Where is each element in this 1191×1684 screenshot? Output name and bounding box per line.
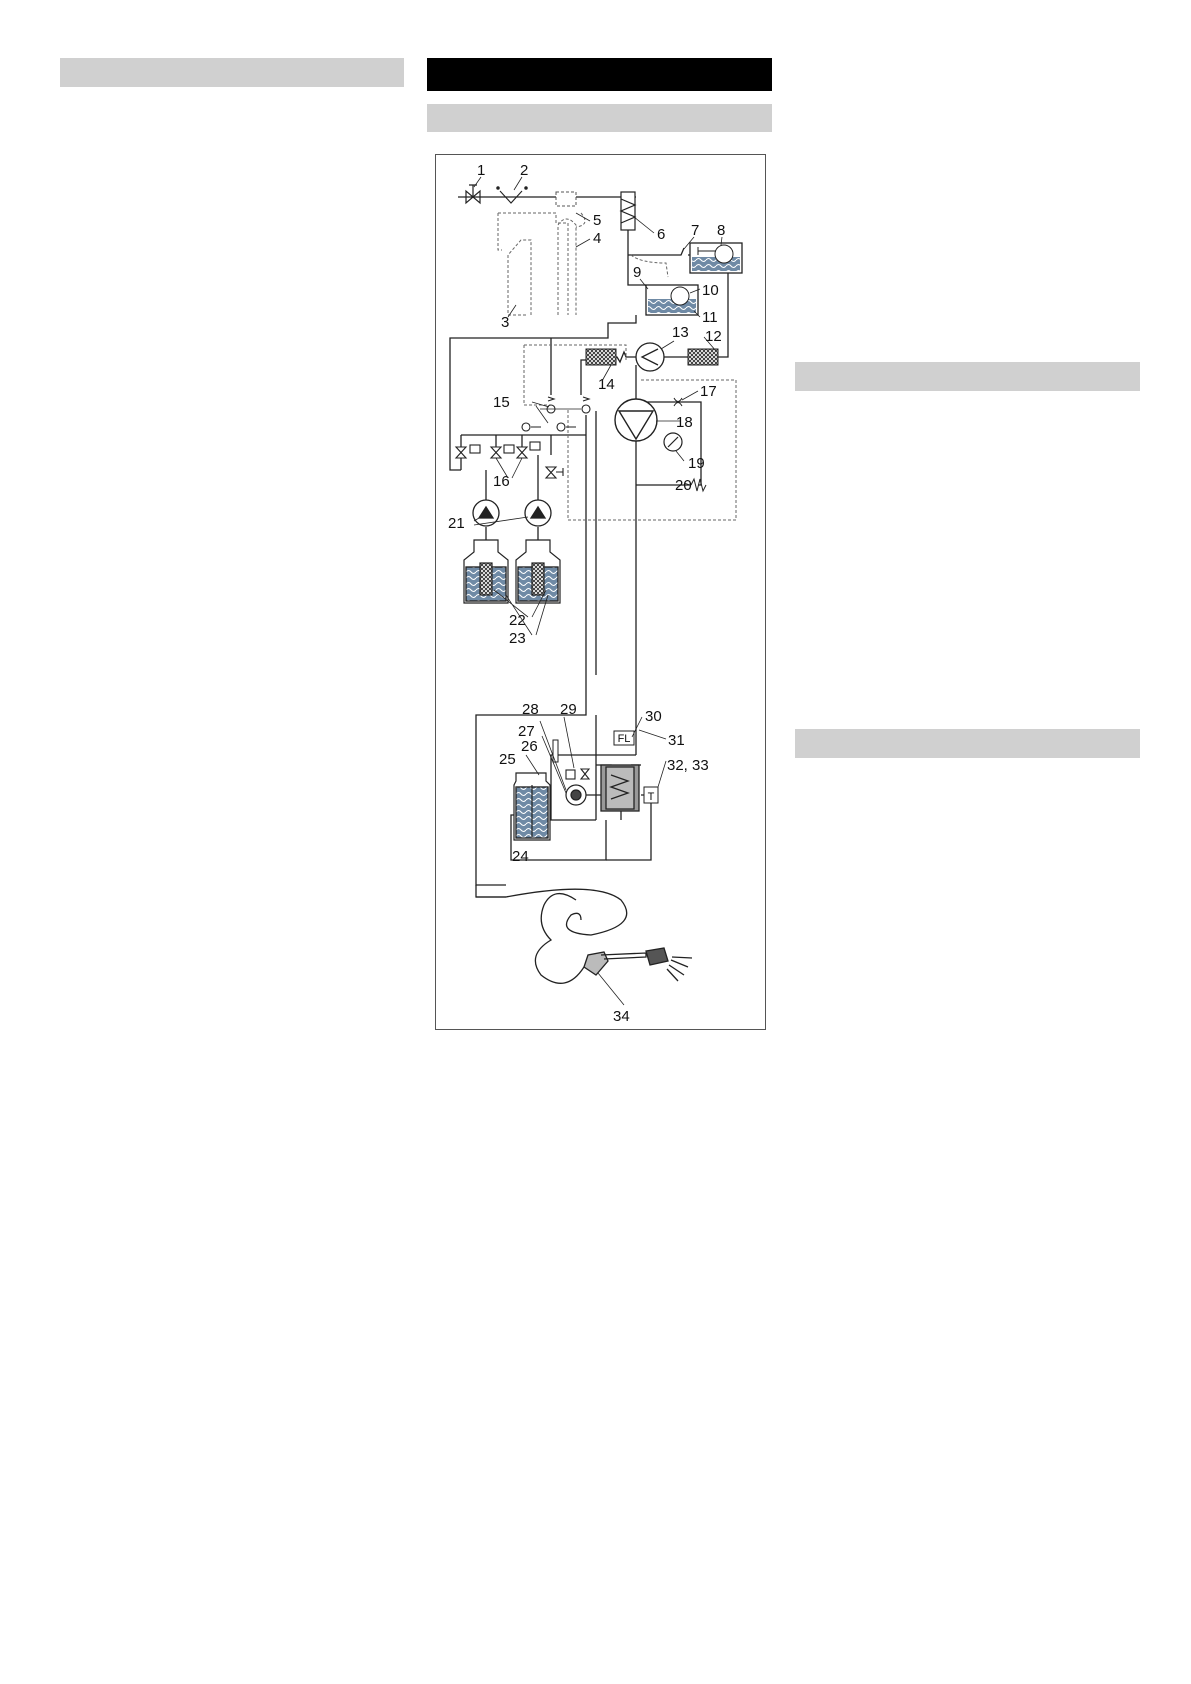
svg-text:20: 20 (675, 477, 692, 494)
svg-text:13: 13 (672, 324, 689, 341)
left-section-bar (60, 58, 404, 87)
svg-text:11: 11 (702, 309, 718, 326)
fuel-pump-icon (565, 784, 587, 806)
thermostat-label: T (648, 791, 655, 803)
svg-text:29: 29 (560, 701, 577, 718)
svg-text:34: 34 (613, 1008, 630, 1025)
svg-text:28: 28 (522, 701, 539, 718)
svg-text:17: 17 (700, 383, 717, 400)
svg-text:27: 27 (518, 723, 535, 740)
svg-text:15: 15 (493, 394, 510, 411)
svg-text:31: 31 (668, 732, 685, 749)
svg-text:26: 26 (521, 738, 538, 755)
solenoid-valve-29-icon (565, 768, 591, 780)
pipe-lines (449, 196, 729, 984)
backflow-preventer-icon (496, 186, 528, 204)
thermostat-box (643, 786, 659, 804)
filter-12-icon (687, 348, 719, 366)
flow-diagram-svg: FL T 1 2 3 4 5 6 7 8 9 10 11 12 13 14 15… (448, 162, 743, 1025)
svg-text:6: 6 (657, 226, 665, 243)
svg-text:30: 30 (645, 708, 662, 725)
svg-text:14: 14 (598, 376, 615, 393)
svg-text:4: 4 (593, 230, 601, 247)
svg-text:32, 33: 32, 33 (667, 757, 709, 774)
detergent-containers-icon (463, 539, 561, 604)
inlet-valve-icon (465, 184, 481, 205)
svg-text:7: 7 (691, 222, 699, 239)
high-pressure-pump-icon (614, 398, 658, 442)
float-tank-11-icon (645, 284, 699, 316)
float-tank-8-icon (689, 242, 743, 274)
leader-lines (473, 176, 723, 1006)
svg-text:23: 23 (509, 630, 526, 647)
svg-text:19: 19 (688, 455, 705, 472)
callout-labels: 1 2 3 4 5 6 7 8 9 10 11 12 13 14 15 16 1… (448, 162, 725, 1025)
solenoid-valves-16-icon (454, 441, 564, 479)
svg-text:16: 16 (493, 473, 510, 490)
filter-14-icon (585, 348, 617, 366)
boiler-icon (600, 764, 640, 812)
flame-sensor-label: FL (618, 733, 631, 745)
right-section-bar-1 (795, 362, 1140, 391)
flow-diagram: FL T 1 2 3 4 5 6 7 8 9 10 11 12 13 14 15… (435, 154, 766, 1030)
svg-text:12: 12 (705, 328, 722, 345)
pressure-switch-28-icon (552, 739, 559, 763)
svg-text:2: 2 (520, 162, 528, 179)
detergent-pumps-21-icon (472, 499, 552, 527)
block-5-icon (555, 191, 577, 207)
diagram-section-bar (427, 104, 772, 132)
flame-sensor-box (613, 730, 635, 746)
svg-text:10: 10 (702, 282, 719, 299)
svg-text:24: 24 (512, 848, 529, 865)
svg-text:5: 5 (593, 212, 601, 229)
svg-text:25: 25 (499, 751, 516, 768)
pressure-gauge-icon (663, 432, 683, 452)
overflow-valve-icon (690, 477, 707, 493)
svg-text:9: 9 (633, 264, 641, 281)
svg-text:21: 21 (448, 515, 465, 532)
throttle-17-icon (673, 397, 683, 407)
pump-13-icon (635, 342, 665, 372)
svg-text:8: 8 (717, 222, 725, 239)
svg-text:1: 1 (477, 162, 485, 179)
svg-text:18: 18 (676, 414, 693, 431)
right-section-bar-2 (795, 729, 1140, 758)
svg-text:22: 22 (509, 612, 526, 629)
svg-text:3: 3 (501, 314, 509, 331)
heat-exchanger-icon (619, 191, 637, 231)
fuel-tank-icon (513, 772, 551, 841)
chapter-title-bar (427, 58, 772, 91)
